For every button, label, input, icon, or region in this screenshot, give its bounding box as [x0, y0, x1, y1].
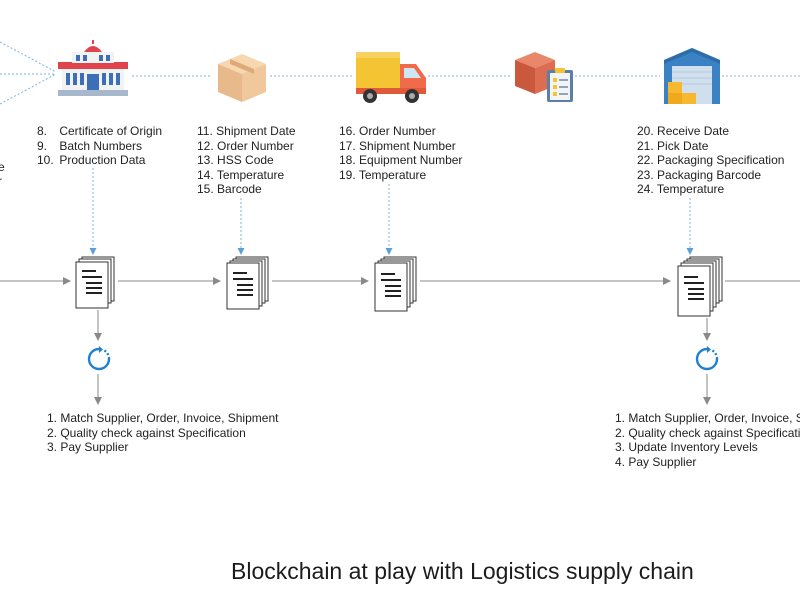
field-item: 22. Packaging Specification	[637, 153, 785, 167]
step-item: 2. Quality check against Specification	[47, 425, 246, 440]
delivery-truck-icon	[356, 52, 426, 103]
smart-contract-steps-supplier: 1. Match Supplier, Order, Invoice, Shipm…	[47, 411, 278, 455]
edge-fragment: r	[0, 174, 2, 188]
step-item: 1. Match Supplier, Order, Invoice, Shipm…	[47, 411, 279, 425]
field-item: 17. Shipment Number	[339, 138, 456, 153]
field-item: 23. Packaging Barcode	[637, 167, 762, 182]
stage-fields-origin: 8. Certificate of Origin 9. Batch Number…	[37, 124, 162, 168]
field-item: 18. Equipment Number	[339, 153, 463, 167]
step-item: 2. Quality check against Specificatio	[615, 425, 800, 440]
document-stack-icon	[226, 256, 269, 310]
field-item: 20. Receive Date	[637, 124, 730, 138]
document-stack-icon	[75, 256, 115, 309]
step-item: 1. Match Supplier, Order, Invoice, S	[615, 411, 800, 425]
field-item: 14. Temperature	[197, 167, 285, 182]
step-item: 4. Pay Supplier	[615, 454, 697, 469]
field-item: 12. Order Number	[197, 138, 294, 153]
field-item: 19. Temperature	[339, 167, 427, 182]
stage-fields-warehouse: 20. Receive Date 21. Pick Date 22. Packa…	[637, 124, 784, 197]
cardboard-box-icon	[218, 54, 266, 102]
government-building-icon	[58, 40, 128, 96]
field-item: 21. Pick Date	[637, 138, 709, 153]
document-stack-icon	[374, 256, 417, 312]
field-item: 13. HSS Code	[197, 153, 274, 167]
field-item: 15. Barcode	[197, 182, 262, 196]
stage-fields-shipment: 11. Shipment Date 12. Order Number 13. H…	[197, 124, 296, 197]
document-stack-icon	[677, 256, 723, 317]
warehouse-icon	[664, 48, 720, 104]
edge-fragment: e	[0, 160, 5, 174]
field-item: 8. Certificate of Origin	[37, 124, 163, 138]
field-item: 24. Temperature	[637, 182, 725, 196]
field-item: 16. Order Number	[339, 124, 436, 138]
field-item: 9. Batch Numbers	[37, 138, 143, 153]
sync-icon	[87, 346, 111, 371]
package-checklist-icon	[515, 52, 573, 102]
field-item: 11. Shipment Date	[197, 124, 296, 138]
diagram-caption: Blockchain at play with Logistics supply…	[231, 558, 694, 584]
step-item: 3. Update Inventory Levels	[615, 440, 758, 454]
sync-icon	[695, 346, 719, 371]
smart-contract-steps-warehouse: 1. Match Supplier, Order, Invoice, S 2. …	[615, 411, 800, 469]
field-item: 10. Production Data	[37, 153, 146, 167]
step-item: 3. Pay Supplier	[47, 440, 129, 454]
stage-fields-transport: 16. Order Number 17. Shipment Number 18.…	[339, 124, 462, 182]
